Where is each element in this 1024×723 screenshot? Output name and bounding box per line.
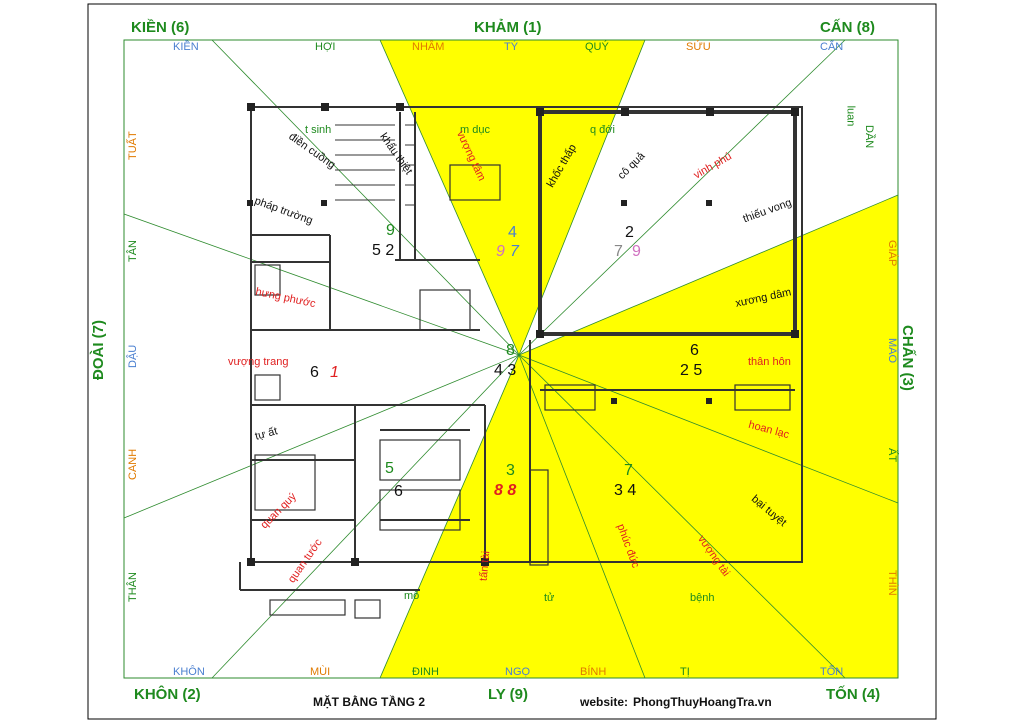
star-than-hon: thân hôn — [748, 356, 791, 368]
star-tu: tử — [544, 592, 555, 604]
palace-ne-star-a: 7 — [614, 243, 623, 260]
sector-kham-yellow — [380, 40, 645, 355]
sector-dau: DẬU — [127, 344, 139, 368]
star-vuong-trang: vượng trang — [228, 356, 289, 368]
sector-ty: TÝ — [504, 41, 519, 53]
star-luan: luan — [844, 105, 857, 127]
furniture — [254, 164, 791, 619]
sector-thin: THÌN — [886, 570, 898, 596]
palace-w: 6 — [310, 364, 319, 381]
sector-binh: BÍNH — [580, 666, 607, 678]
direction-ton: TỐN (4) — [826, 686, 881, 703]
columns — [247, 103, 799, 566]
sector-tuat: TUẤT — [127, 131, 139, 160]
palace-s: 3 — [506, 462, 515, 479]
palace-n-star-b: 7 — [510, 243, 519, 260]
sector-chan-yellow — [519, 195, 898, 503]
direction-khon: KHÔN (2) — [134, 686, 201, 703]
sector-suu: SỬU — [686, 41, 711, 53]
sector-khon: KHÔN — [173, 666, 205, 678]
staircase — [335, 124, 415, 206]
palace-n: 4 — [508, 224, 517, 241]
sector-mui: MÙI — [310, 666, 331, 678]
sector-giap: GIÁP — [886, 240, 898, 267]
palace-se-stars: 3 4 — [614, 482, 637, 499]
palace-s-stars: 8 8 — [494, 482, 517, 499]
sector-hoi: HỢI — [315, 41, 336, 53]
sector-ly-yellow — [380, 355, 645, 678]
star-m-duc: m dục — [460, 124, 490, 136]
star-q-doi: q đới — [590, 124, 615, 136]
compass-frame — [123, 39, 899, 679]
palace-sw-star: 6 — [394, 483, 403, 500]
palace-center-w: 9 — [386, 222, 395, 239]
sector-nham: NHÂM — [412, 41, 445, 53]
sector-dan: DẦN — [863, 125, 875, 149]
palace-nw-stars: 5 2 — [372, 242, 395, 259]
palace-center: 8 — [506, 342, 515, 359]
sector-canh: CANH — [127, 448, 139, 480]
sector-at: ẤT — [886, 448, 898, 463]
direction-ly: LY (9) — [488, 686, 529, 703]
direction-doai: ĐOÀI (7) — [90, 320, 107, 380]
sector-ton: TỐN — [820, 666, 844, 678]
website-link[interactable]: PhongThuyHoangTra.vn — [633, 695, 772, 709]
palace-e: 6 — [690, 342, 699, 359]
sector-kien: KIỀN — [173, 41, 199, 53]
sector-ngo: NGỌ — [505, 666, 531, 678]
floor-plan-walls — [239, 106, 803, 591]
palace-e-stars: 2 5 — [680, 362, 703, 379]
star-mo: mô — [404, 590, 420, 602]
palace-se: 7 — [624, 462, 633, 479]
palace-ne-star-b: 9 — [632, 243, 641, 260]
sector-quy: QUÝ — [585, 41, 609, 53]
direction-can: CẤN (8) — [820, 19, 875, 36]
direction-kien: KIỀN (6) — [131, 19, 190, 36]
palace-w-star: 1 — [330, 364, 339, 381]
sector-lines — [123, 39, 899, 679]
sector-ti: TỊ — [680, 666, 690, 678]
sector-dinh: ĐINH — [412, 666, 439, 678]
palace-center-stars: 4 3 — [494, 362, 517, 379]
sector-mao: MÃO — [886, 338, 898, 364]
website-label: website: — [580, 695, 629, 709]
palace-sw: 5 — [385, 460, 394, 477]
sector-can: CẤN — [820, 41, 844, 53]
star-benh: bệnh — [690, 592, 715, 604]
palace-n-star-a: 9 — [496, 243, 505, 260]
outer-frame — [87, 3, 937, 720]
direction-chan: CHẤN (3) — [899, 325, 916, 391]
direction-kham: KHẢM (1) — [474, 19, 542, 36]
plan-title: MẶT BẰNG TẦNG 2 — [313, 695, 425, 709]
palace-ne: 2 — [625, 224, 634, 241]
sector-than: THÂN — [127, 572, 139, 602]
star-t-sinh: t sinh — [305, 124, 332, 136]
sector-tan: TÂN — [127, 240, 139, 262]
